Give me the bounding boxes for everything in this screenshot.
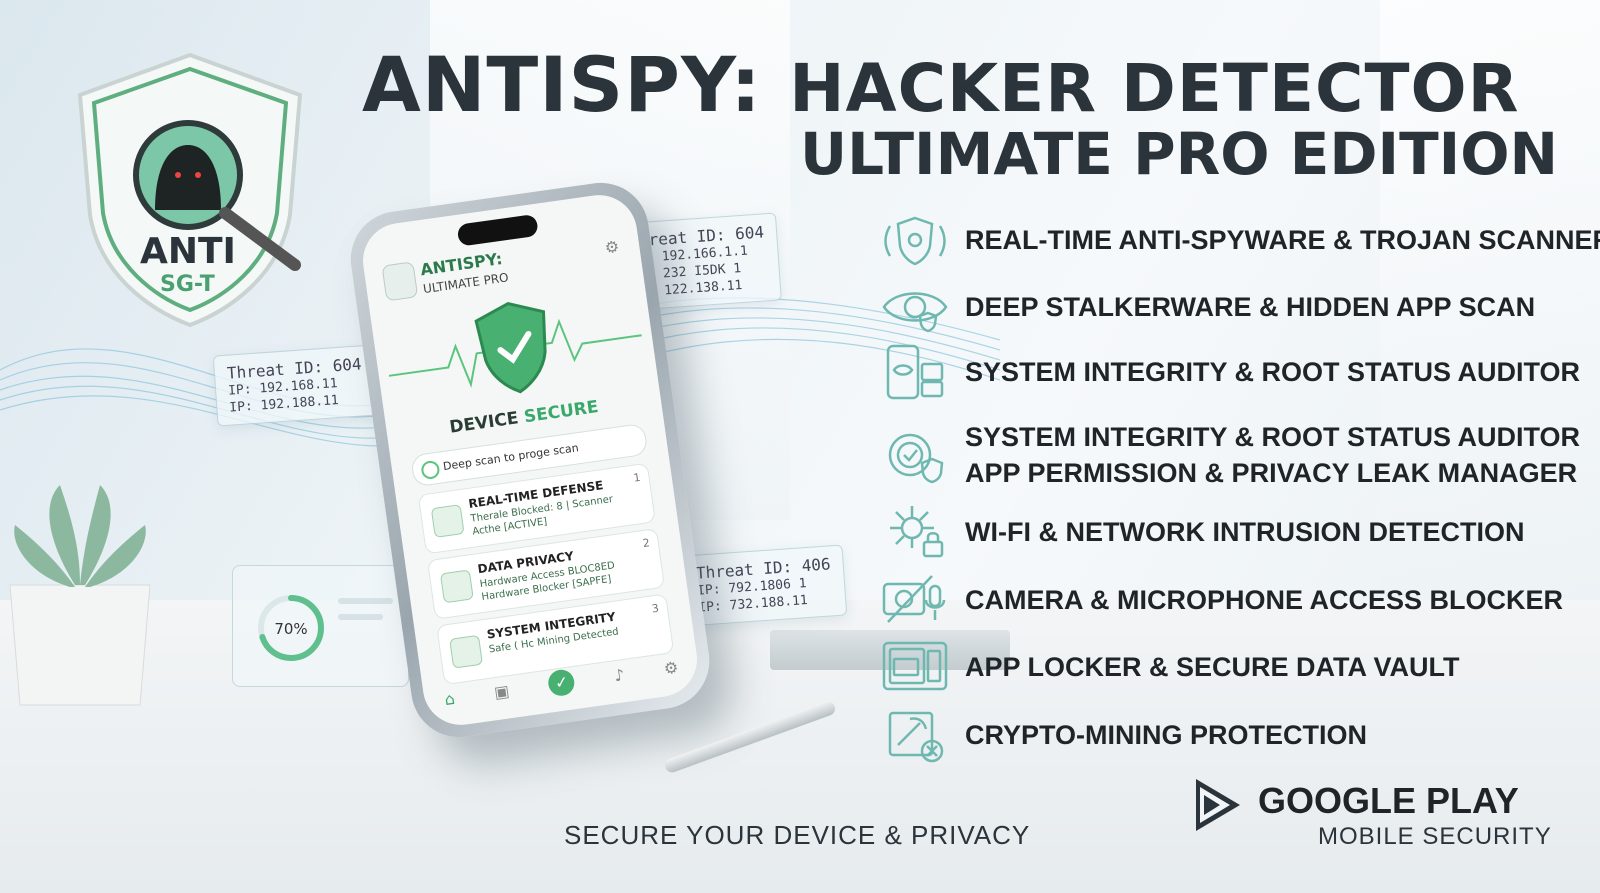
eye-shield-icon [880, 277, 950, 337]
feature-item: WI-FI & NETWORK INTRUSION DETECTION [880, 502, 1580, 562]
title-part1: ANTISPY: [362, 40, 762, 129]
feature-label: SYSTEM INTEGRITY & ROOT STATUS AUDITOR [965, 357, 1581, 387]
shield-check-icon [388, 301, 642, 394]
threat-card: Threat ID: 406 IP: 792.1806 1 IP: 732.18… [681, 544, 848, 627]
status-prefix: DEVICE [448, 408, 520, 438]
feature-item: SYSTEM INTEGRITY & ROOT STATUS AUDITOR A… [880, 415, 1580, 495]
scan-text: Deep scan to proge scan [442, 441, 580, 474]
antispy-shield-logo: ANTI SG-T [77, 52, 303, 328]
phone-eye-icon [880, 342, 950, 402]
feature-label: CRYPTO-MINING PROTECTION [965, 720, 1368, 750]
card-number: 1 [632, 470, 642, 485]
svg-text:70%: 70% [274, 620, 307, 638]
privacy-chip-icon [439, 569, 474, 604]
threat-card: Threat ID: 604 IP: 192.168.11 IP: 192.18… [212, 344, 379, 427]
smartphone-mockup: ANTISPY: ULTIMATE PRO ⚙ DEVICE SECURE De… [344, 176, 716, 744]
gear-shield-icon [880, 415, 950, 495]
network-lock-icon [880, 502, 950, 562]
status-word: SECURE [522, 397, 600, 428]
feature-item: DEEP STALKERWARE & HIDDEN APP SCAN [880, 277, 1580, 337]
scan-ring-icon [420, 459, 441, 481]
store-name: GOOGLE PLAY [1258, 780, 1519, 821]
placeholder-line [338, 598, 393, 604]
background-window [1380, 0, 1600, 600]
integrity-shield-icon [449, 634, 484, 669]
nav-settings-icon[interactable]: ⚙ [662, 656, 680, 678]
progress-widget: 70% [232, 565, 409, 687]
title-part2: HACKER DETECTOR [789, 50, 1520, 127]
settings-gear-icon[interactable]: ⚙ [603, 236, 621, 258]
svg-text:SG-T: SG-T [160, 272, 215, 297]
store-subtitle: MOBILE SECURITY [1318, 823, 1552, 850]
feature-item: APP LOCKER & SECURE DATA VAULT [880, 637, 1580, 697]
phone-screen: ANTISPY: ULTIMATE PRO ⚙ DEVICE SECURE De… [358, 190, 702, 730]
edition-subtitle: ULTIMATE PRO EDITION [800, 120, 1559, 188]
gallery-icon[interactable]: ▣ [492, 680, 511, 702]
feature-label-multiline: SYSTEM INTEGRITY & ROOT STATUS AUDITOR A… [965, 419, 1580, 491]
main-title: ANTISPY: HACKER DETECTOR [362, 40, 1562, 129]
feature-label: CAMERA & MICROPHONE ACCESS BLOCKER [965, 585, 1564, 615]
progress-ring: 70% [258, 595, 324, 661]
defense-shield-icon [430, 504, 465, 538]
tagline: SECURE YOUR DEVICE & PRIVACY [564, 820, 1031, 850]
home-icon[interactable]: ⌂ [443, 688, 456, 709]
radar-shield-icon [880, 210, 950, 270]
card-number: 3 [651, 601, 660, 616]
succulent-plant [9, 485, 151, 706]
feature-label: APP PERMISSION & PRIVACY LEAK MANAGER [965, 458, 1578, 488]
google-play-icon [1196, 779, 1240, 831]
feature-item: CAMERA & MICROPHONE ACCESS BLOCKER [880, 570, 1580, 630]
card-number: 2 [641, 536, 651, 551]
feature-item: SYSTEM INTEGRITY & ROOT STATUS AUDITOR [880, 342, 1580, 402]
feature-item: CRYPTO-MINING PROTECTION [880, 705, 1580, 765]
app-logo-icon [381, 261, 419, 302]
feature-label: DEEP STALKERWARE & HIDDEN APP SCAN [965, 292, 1536, 322]
feature-label: SYSTEM INTEGRITY & ROOT STATUS AUDITOR [965, 422, 1581, 452]
bell-icon[interactable]: ♪ [612, 664, 626, 685]
chip-pickaxe-icon [880, 705, 950, 765]
phone-notch [456, 213, 539, 247]
check-shield-icon[interactable]: ✓ [546, 668, 577, 698]
camera-mic-off-icon [880, 570, 950, 630]
vault-icon [880, 637, 950, 697]
svg-text:ANTI: ANTI [140, 231, 236, 272]
feature-label: APP LOCKER & SECURE DATA VAULT [965, 652, 1460, 682]
feature-label: REAL-TIME ANTI-SPYWARE & TROJAN SCANNER [965, 225, 1600, 255]
feature-label: WI-FI & NETWORK INTRUSION DETECTION [965, 517, 1525, 547]
placeholder-line [338, 614, 383, 620]
feature-item: REAL-TIME ANTI-SPYWARE & TROJAN SCANNER [880, 210, 1600, 270]
